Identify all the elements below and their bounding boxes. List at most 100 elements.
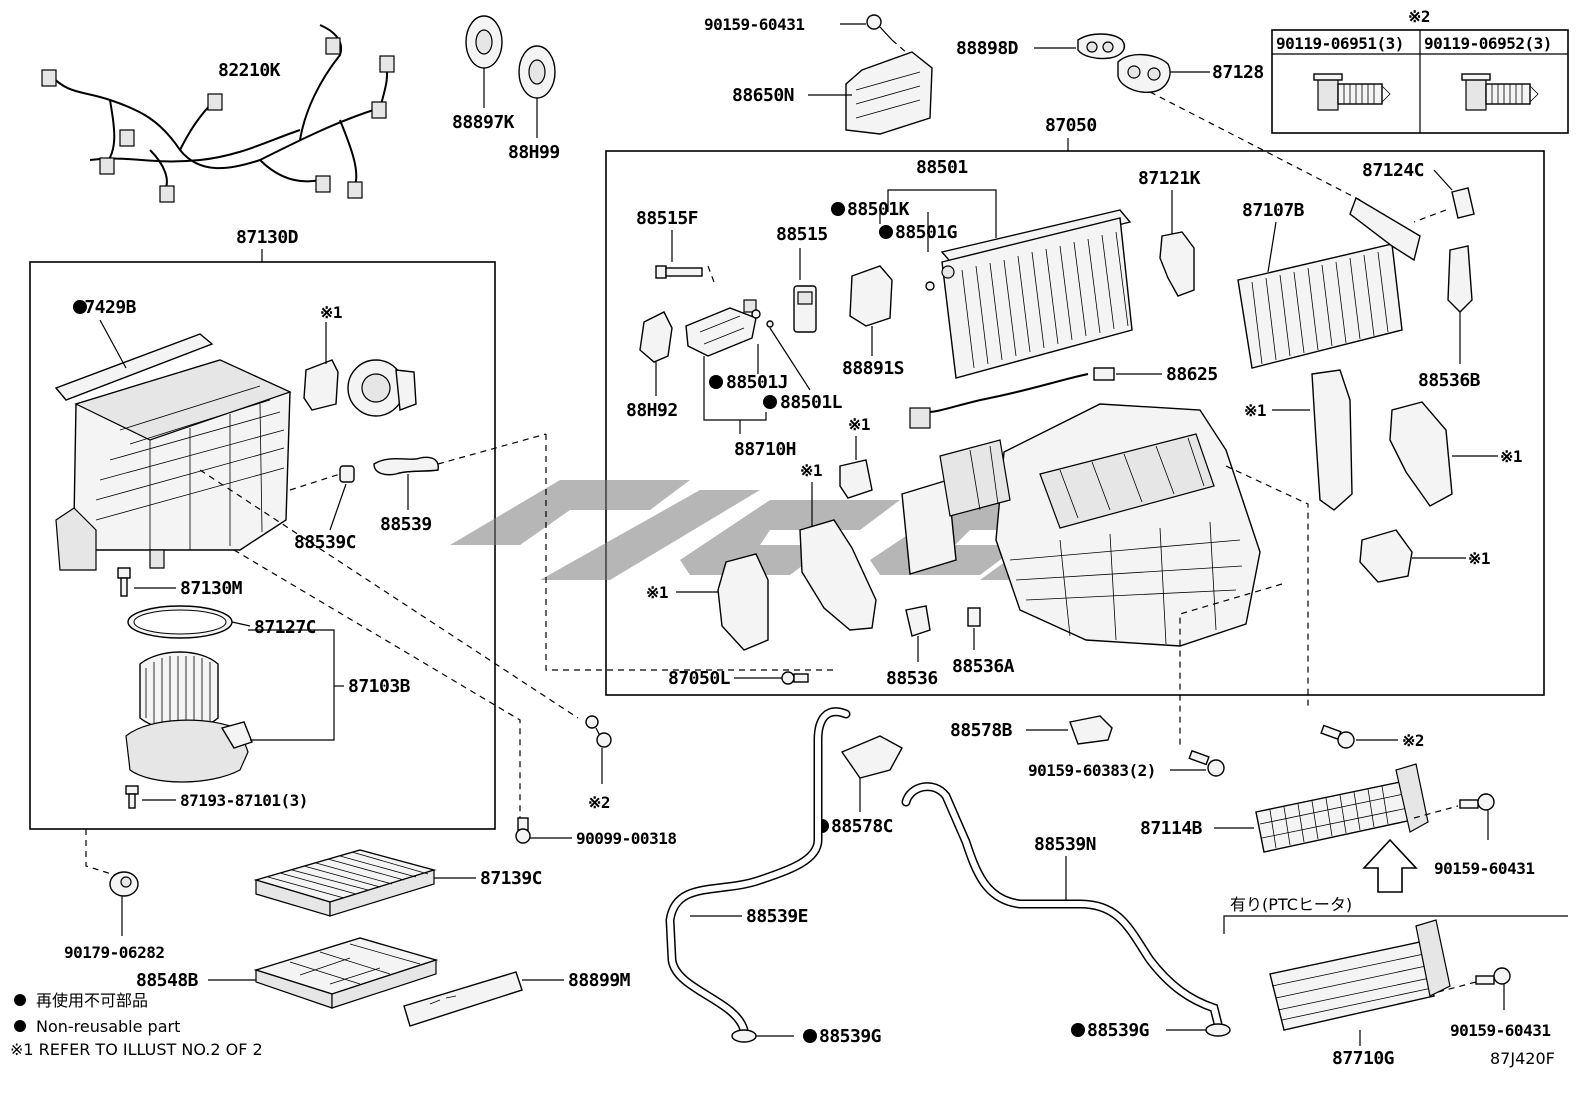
legend-dot-1 (14, 994, 26, 1006)
oring-88501L (766, 320, 774, 328)
actuator-ref1 (303, 359, 339, 411)
label-88898D: 88898D (956, 38, 1019, 59)
label-88897K: 88897K (452, 112, 515, 133)
label-88578B: 88578B (950, 720, 1013, 741)
label-87139C: 87139C (480, 868, 542, 889)
label-88515F: 88515F (636, 208, 698, 229)
actuator-ref1-d (717, 553, 769, 651)
label-87124C: 87124C (1362, 160, 1424, 181)
label-90099: 90099-00318 (576, 829, 676, 848)
label-88536B: 88536B (1418, 370, 1481, 391)
label-88515: 88515 (776, 224, 828, 245)
grommet-88897K (465, 15, 503, 69)
frame-87050 (605, 150, 1545, 696)
bolt-top (866, 14, 893, 41)
label-88501K: 88501K (847, 199, 910, 220)
dot-88539G-a (803, 1029, 817, 1043)
ref-mark-1-e: ※1 (1244, 401, 1266, 420)
dot-88501L (763, 395, 777, 409)
ref-mark-1-f: ※1 (1500, 447, 1522, 466)
screw-87130M (117, 567, 131, 597)
label-88625: 88625 (1166, 364, 1218, 385)
label-87127C: 87127C (254, 617, 316, 638)
clip-88536 (905, 605, 931, 637)
label-87121K: 87121K (1138, 168, 1201, 189)
label-88578C: 88578C (831, 816, 893, 837)
ref-mark-2-a: ※2 (588, 793, 610, 812)
legend-dot-2 (14, 1020, 26, 1032)
clip-88536A (967, 607, 981, 627)
actuator-ref1-g (1359, 529, 1413, 583)
label-88539E: 88539E (746, 906, 808, 927)
label-88891S: 88891S (842, 358, 904, 379)
duct-ref1-e (1311, 369, 1353, 511)
bracket-87121K (1159, 231, 1195, 297)
blower-motor-ref1 (347, 359, 417, 417)
label-87429B: 87429B (74, 297, 137, 318)
bolt-table-title: ※2 (1408, 7, 1430, 26)
ptc-heater-label: 有り(PTCヒータ) (1230, 895, 1352, 914)
bracket-88578B (1069, 715, 1113, 745)
dot-88501K (831, 202, 845, 216)
legend-jp: 再使用不可部品 (36, 991, 148, 1010)
hose-88539E (665, 707, 851, 1035)
oring-88501J (751, 309, 761, 319)
grommet-88539G-b (1205, 1023, 1231, 1037)
dot-88539G-b (1071, 1023, 1085, 1037)
screw-90099 (515, 817, 531, 844)
heater-core-87107B (1237, 196, 1421, 369)
actuator-ref1-b (839, 459, 873, 499)
label-87193: 87193-87101(3) (180, 791, 308, 810)
actuator-ref1-f (1389, 401, 1453, 507)
valve-88710H (685, 299, 757, 357)
non-reusable-dot (73, 300, 87, 314)
ptc-heater-87710G (1269, 919, 1451, 1031)
label-90159-60431-a: 90159-60431 (1434, 859, 1534, 878)
grommet-88H99 (518, 45, 556, 99)
label-87130D: 87130D (236, 227, 299, 248)
label-88710H: 88710H (734, 439, 796, 460)
tray-88548B (253, 937, 439, 1009)
label-90159-60431-top: 90159-60431 (704, 15, 804, 34)
hvac-case-87130D (55, 359, 292, 571)
label-88501L: 88501L (780, 392, 843, 413)
ref-mark-2-b: ※2 (1402, 731, 1424, 750)
ptc-heater-87114B (1255, 763, 1429, 853)
label-87050: 87050 (1045, 115, 1097, 136)
screw-ref2-b (1320, 724, 1355, 749)
label-88650N: 88650N (732, 85, 794, 106)
screw-90159-60431-a (1459, 793, 1495, 811)
label-88501J: 88501J (726, 372, 788, 393)
up-arrow-icon (1362, 838, 1418, 893)
label-88539G-b: 88539G (1087, 1020, 1149, 1041)
label-90159-60383: 90159-60383(2) (1028, 761, 1156, 780)
hvac-unit-87050 (901, 403, 1261, 647)
ref-mark-1-c: ※1 (800, 461, 822, 480)
wire-harness-82210K (41, 24, 395, 203)
bracket-88H92 (639, 311, 673, 363)
screw-90159-60383 (1188, 749, 1225, 777)
seal-88898D (1077, 33, 1126, 60)
sensor-88515 (793, 285, 817, 333)
ref-mark-1-d: ※1 (646, 583, 668, 602)
ref-mark-1-g: ※1 (1468, 549, 1490, 568)
screw-90159-60431-b (1475, 967, 1511, 985)
label-88548B: 88548B (136, 970, 199, 991)
label-88501: 88501 (916, 157, 968, 178)
grommet-88539C (339, 465, 355, 483)
legend-en: Non-reusable part (36, 1017, 180, 1036)
oring-88501G (925, 281, 935, 291)
hose-88539 (373, 456, 439, 476)
label-88899M: 88899M (568, 970, 631, 991)
label-87114B: 87114B (1140, 818, 1203, 839)
label-87103B: 87103B (348, 676, 411, 697)
evaporator-88501 (940, 209, 1133, 379)
bolt-table-col1: 90119-06951(3) (1276, 34, 1404, 53)
screw-87193 (125, 785, 139, 809)
diagram-code: 87J420F (1490, 1049, 1555, 1068)
label-82210K: 82210K (218, 60, 281, 81)
seal-87429B (54, 333, 214, 401)
bracket-88891S (849, 265, 893, 327)
label-90179: 90179-06282 (64, 943, 164, 962)
label-90159-60431-b: 90159-60431 (1450, 1021, 1550, 1040)
